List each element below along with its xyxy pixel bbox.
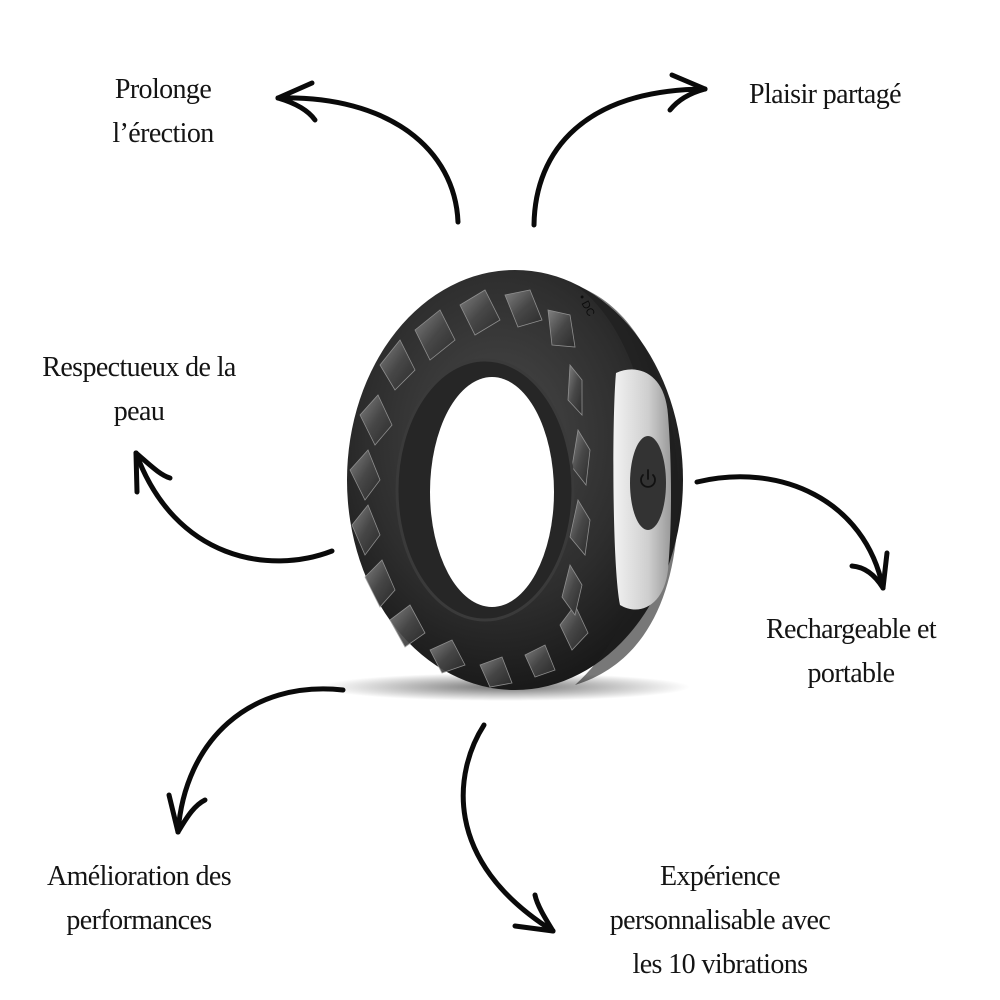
arrow-peau-icon	[133, 450, 335, 564]
feature-line: performances	[66, 905, 212, 936]
feature-line: Prolonge	[114, 74, 212, 105]
arrow-amelioration-icon	[166, 686, 346, 835]
ring-texture-studs	[349, 289, 591, 688]
arrow-recharge-icon	[694, 474, 890, 591]
feature-label-peau: Respectueux de la peau	[14, 346, 264, 434]
feature-line: portable	[807, 658, 896, 689]
feature-label-plaisir: Plaisir partagé	[720, 73, 930, 117]
feature-label-recharge: Rechargeable et portable	[735, 608, 967, 696]
feature-line: les 10 vibrations	[632, 949, 808, 980]
feature-label-amelioration: Amélioration des performances	[20, 855, 258, 943]
feature-line: Amélioration des	[46, 861, 232, 892]
feature-line: l’érection	[112, 118, 214, 149]
feature-line: Respectueux de la	[42, 352, 236, 383]
feature-line: Plaisir partagé	[749, 79, 902, 110]
feature-line: personnalisable avec	[609, 905, 831, 936]
feature-line: peau	[113, 396, 165, 427]
feature-label-prolonge: Prolonge l’érection	[88, 68, 238, 156]
feature-line: Expérience	[660, 861, 781, 892]
feature-label-experience: Expérience personnalisable avec les 10 v…	[575, 855, 865, 987]
ring-hole	[430, 377, 554, 607]
product-image: • DC	[320, 270, 690, 701]
feature-line: Rechargeable et	[765, 614, 937, 645]
arrow-experience-icon	[460, 722, 556, 934]
power-icon	[640, 469, 656, 488]
power-button	[630, 436, 666, 530]
arrow-plaisir-icon	[531, 72, 708, 228]
arrow-prolonge-icon	[275, 80, 461, 225]
